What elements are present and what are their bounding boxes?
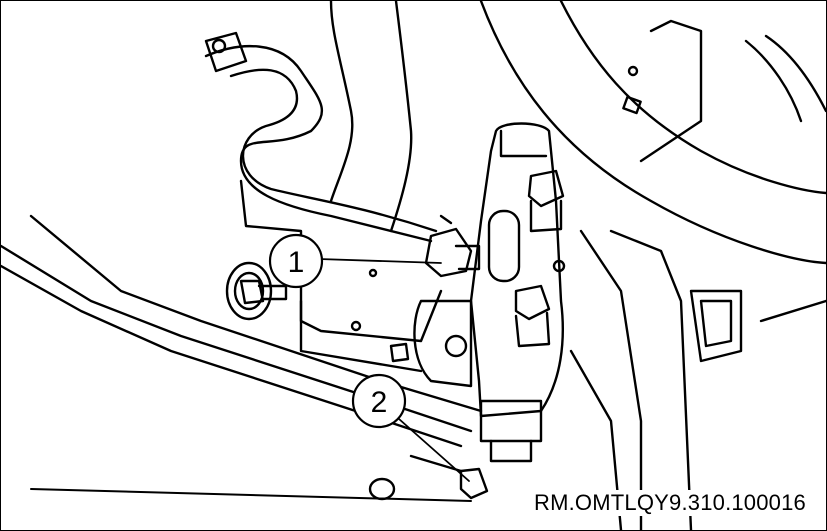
frame-rail-upper	[29, 214, 483, 413]
callout-2-circle	[351, 373, 407, 429]
frame-rail-lower	[1, 244, 473, 433]
middle-bolt	[514, 284, 551, 321]
valve-body	[469, 122, 564, 418]
lower-bracket	[413, 299, 473, 388]
callout-1-circle	[268, 233, 324, 289]
left-washer	[225, 261, 273, 321]
lower-fitting	[459, 467, 489, 500]
callout-1-leader	[318, 258, 442, 264]
bent-pipe-outer	[204, 45, 433, 243]
upper-hose-inner	[559, 1, 826, 195]
right-bracket	[639, 19, 703, 163]
callout-2-label: 2	[371, 386, 388, 419]
upper-hose	[479, 1, 826, 265]
reference-code: RM.OMTLQY9.310.100016	[531, 490, 808, 516]
callout-1-label: 1	[288, 246, 305, 279]
top-bolt	[527, 169, 565, 208]
ground-line	[30, 488, 472, 502]
bent-pipe-inner	[229, 68, 438, 233]
callout-2-leader	[398, 418, 470, 482]
